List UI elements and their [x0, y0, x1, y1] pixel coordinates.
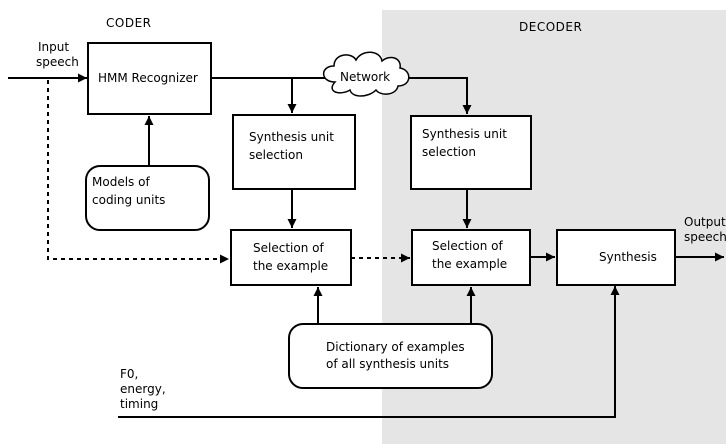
- network-label: Network: [340, 70, 390, 84]
- prosody-label-line2: energy,: [120, 382, 166, 396]
- coder-synthesis-unit-selection-block: Synthesis unit selection: [232, 114, 356, 190]
- dictionary-label-line2: of all synthesis units: [326, 357, 449, 371]
- output-speech-label-line2: speech: [684, 230, 726, 244]
- coder-unit-selection-label-line1: Synthesis unit: [249, 130, 334, 144]
- prosody-label-line3: timing: [120, 397, 158, 411]
- input-speech-label-line2: speech: [36, 55, 79, 69]
- dictionary-label-line1: Dictionary of examples: [326, 340, 465, 354]
- dictionary-block: Dictionary of examples of all synthesis …: [288, 323, 493, 389]
- hmm-recognizer-block: HMM Recognizer: [87, 42, 212, 115]
- input-speech-label-line1: Input: [38, 40, 69, 54]
- decoder-unit-selection-label-line1: Synthesis unit: [422, 127, 507, 141]
- coder-example-selection-block: Selection of the example: [230, 229, 352, 286]
- decoder-example-selection-label-line2: the example: [432, 257, 507, 271]
- hmm-recognizer-label: HMM Recognizer: [98, 71, 198, 85]
- network-to-decoder-unit-selection-arrow: [403, 77, 472, 114]
- decoder-example-selection-label-line1: Selection of: [432, 239, 503, 253]
- synthesis-label: Synthesis: [599, 250, 657, 264]
- coder-unit-selection-label-line2: selection: [249, 148, 303, 162]
- prosody-to-synthesis-arrow: [118, 286, 620, 418]
- prosody-label-line1: F0,: [120, 367, 138, 381]
- coder-title: CODER: [106, 16, 151, 30]
- output-speech-label-line1: Output: [684, 215, 726, 229]
- decoder-example-selection-block: Selection of the example: [411, 229, 531, 286]
- models-label-line2: coding units: [92, 193, 165, 207]
- input-speech-dashed-arrow: [47, 80, 229, 264]
- coder-example-selection-label-line1: Selection of: [253, 241, 324, 255]
- models-of-coding-units-block: Models of coding units: [85, 165, 210, 231]
- decoder-unit-selection-label-line2: selection: [422, 145, 476, 159]
- models-label-line1: Models of: [92, 175, 150, 189]
- synthesis-block: Synthesis: [556, 229, 676, 286]
- coder-example-selection-label-line2: the example: [253, 259, 328, 273]
- decoder-title: DECODER: [519, 20, 582, 34]
- decoder-synthesis-unit-selection-block: Synthesis unit selection: [410, 115, 532, 190]
- network-cloud: Network: [322, 51, 410, 97]
